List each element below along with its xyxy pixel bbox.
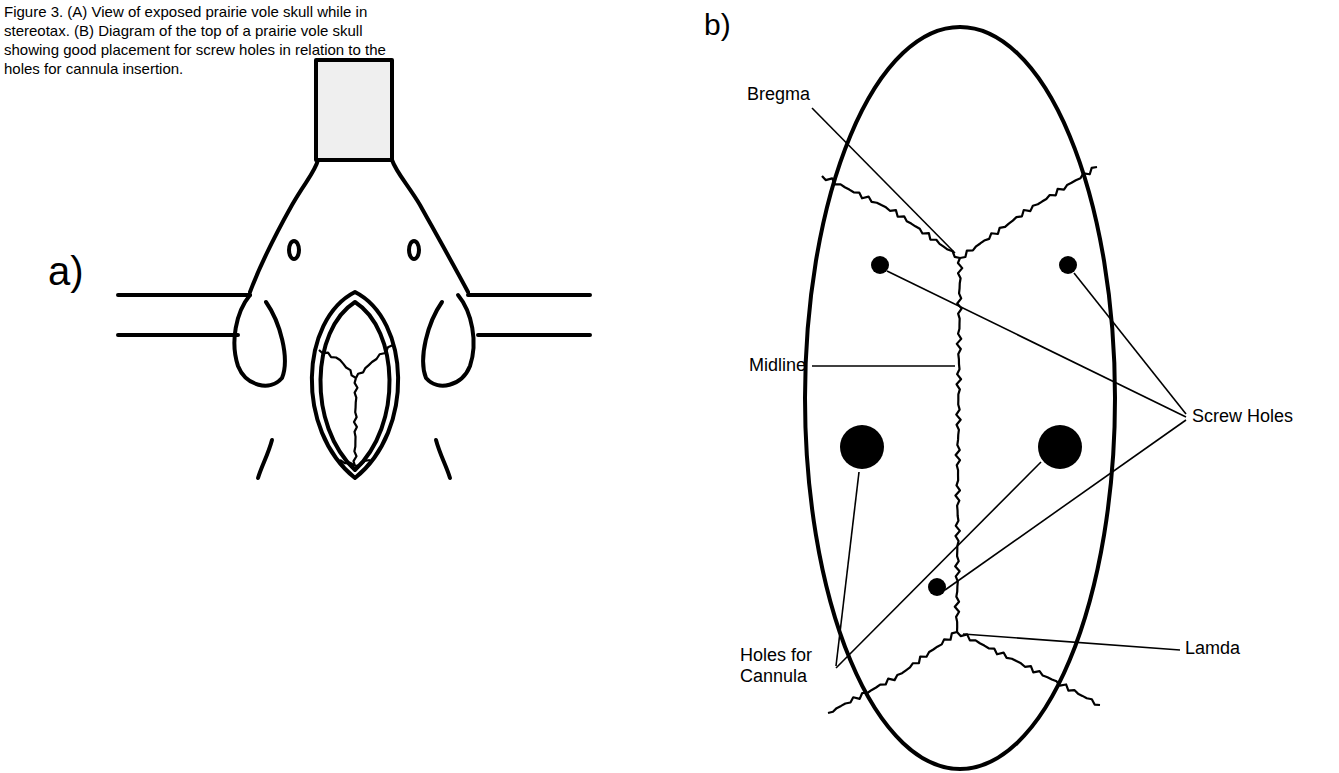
neck-line	[258, 440, 272, 478]
skull-outline	[312, 292, 398, 478]
suture-line	[828, 632, 957, 713]
suture-line	[355, 460, 370, 466]
suture-line	[319, 350, 356, 378]
ear	[234, 295, 284, 386]
screw-hole	[928, 578, 946, 596]
part-label: Holes for Cannula	[740, 645, 832, 686]
eye	[409, 241, 419, 259]
landmark-label: Lamda	[1185, 638, 1240, 659]
leader-line	[963, 634, 1180, 650]
suture-line	[356, 345, 393, 378]
suture-lines	[319, 167, 1100, 713]
nose-clamp	[316, 60, 392, 160]
skull-diagram	[805, 27, 1115, 769]
suture-line	[354, 378, 358, 466]
ear	[423, 295, 473, 386]
neck-line	[436, 440, 450, 478]
leader-line	[887, 271, 1186, 417]
suture-line	[340, 460, 355, 466]
leader-line	[1074, 273, 1186, 414]
panel-letter: a)	[48, 248, 84, 294]
skull-outline	[320, 302, 389, 470]
figure-caption: Figure 3. (A) View of exposed prairie vo…	[4, 2, 402, 78]
leader-line	[945, 420, 1186, 590]
suture-line	[960, 167, 1097, 258]
vole-head-figure	[118, 60, 590, 478]
screw-hole	[1059, 256, 1077, 274]
head-outline	[250, 160, 318, 292]
suture-line	[955, 258, 962, 632]
panel-letter: b)	[704, 8, 731, 43]
cannula-hole	[840, 425, 884, 469]
ear-bar	[468, 295, 590, 335]
leader-line	[812, 365, 955, 367]
leader-lines	[812, 108, 1186, 668]
cannula-hole	[1038, 425, 1082, 469]
head-outline	[392, 160, 468, 292]
leader-line	[812, 108, 955, 253]
part-label: Screw Holes	[1192, 406, 1293, 427]
eye	[289, 241, 299, 259]
landmark-label: Bregma	[747, 84, 810, 105]
ear-bar	[118, 295, 250, 335]
skull-outline	[805, 27, 1115, 769]
landmark-label: Midline	[749, 355, 806, 376]
screw-hole	[871, 256, 889, 274]
leader-line	[836, 472, 859, 666]
